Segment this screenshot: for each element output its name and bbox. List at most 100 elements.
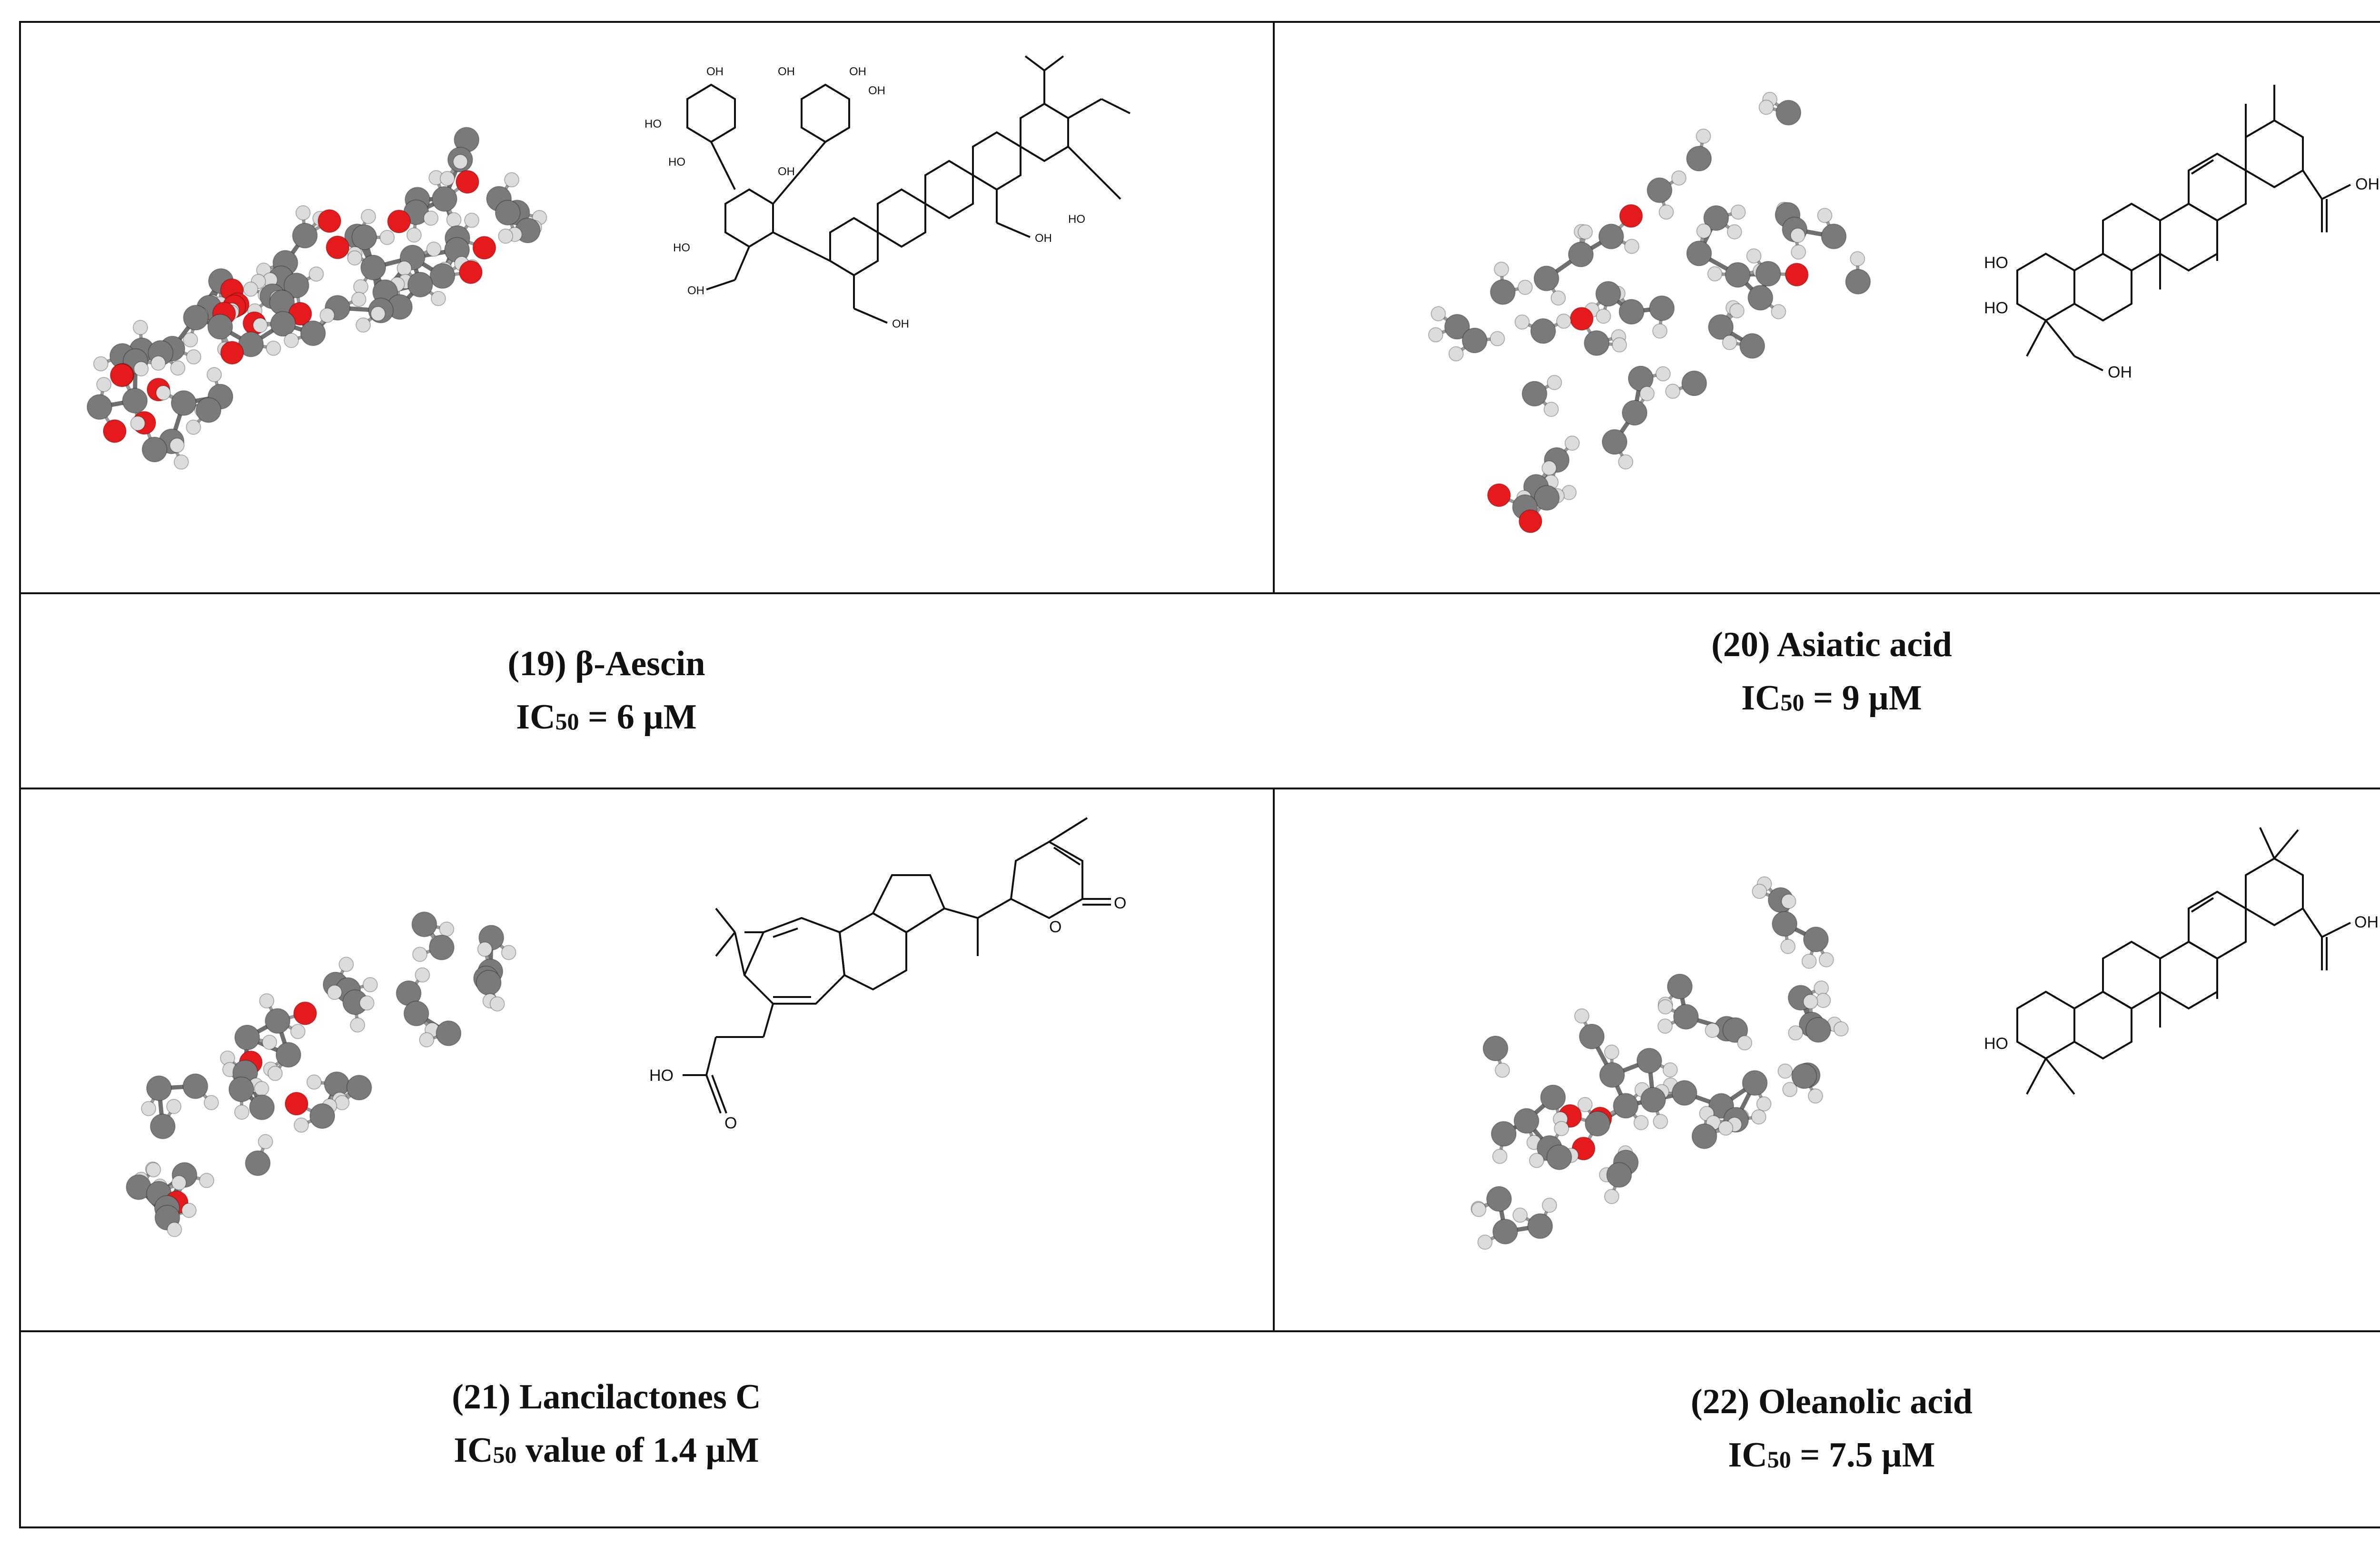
hydrogen-atom: [169, 438, 185, 453]
oxygen-atom: [102, 419, 127, 443]
carbon-atom: [1703, 205, 1729, 231]
hydrogen-atom: [453, 154, 468, 170]
hydrogen-atom: [1655, 366, 1671, 382]
carbon-atom: [1739, 333, 1765, 359]
carbon-atom: [228, 1076, 254, 1102]
hydrogen-atom: [1543, 401, 1559, 417]
carbon-atom: [1803, 926, 1829, 952]
carbon-atom: [1599, 1062, 1625, 1088]
hydrogen-atom: [266, 340, 281, 356]
carbon-atom: [411, 911, 437, 938]
carbon-atom: [1461, 328, 1488, 354]
asiatic-structure-cell: OH HO HO OH: [1275, 23, 2380, 592]
hydrogen-atom: [1718, 1120, 1734, 1136]
oxygen-atom: [1619, 204, 1643, 228]
hydrogen-atom: [419, 1032, 435, 1047]
hydrogen-atom: [415, 967, 430, 983]
aescin-skeletal-formula: OH OH OH OH HO OH OH HO HO OH OH HO: [645, 55, 1130, 330]
carbon-atom: [245, 1150, 271, 1176]
hydrogen-atom: [379, 229, 395, 245]
column-divider-top: [1273, 23, 1275, 593]
oxygen-atom: [293, 1001, 317, 1026]
hydrogen-atom: [1791, 244, 1806, 260]
hydrogen-atom: [203, 1095, 219, 1110]
hydrogen-atom: [1788, 1025, 1804, 1041]
hydrogen-atom: [351, 291, 367, 307]
hydrogen-atom: [1612, 337, 1627, 353]
asiatic-skeletal-formula: OH HO HO OH: [1984, 85, 2380, 381]
hydrogen-atom: [1574, 1008, 1590, 1024]
hydrogen-atom: [1751, 1109, 1766, 1125]
lancilactone-acid-oxygen-label: O: [724, 1114, 737, 1132]
carbon-atom: [1595, 281, 1621, 307]
aescin-ho-label: HO: [673, 241, 690, 254]
hydrogen-atom: [130, 416, 146, 431]
hydrogen-atom: [1512, 1207, 1528, 1223]
oxygen-atom: [220, 340, 244, 365]
hydrogen-atom: [423, 210, 439, 226]
hydrogen-atom: [1722, 335, 1737, 350]
hydrogen-atom: [171, 1175, 187, 1191]
hydrogen-atom: [1556, 313, 1572, 329]
hydrogen-atom: [1639, 386, 1655, 401]
carbon-atom: [1708, 314, 1734, 340]
hydrogen-atom: [170, 360, 186, 376]
hydrogen-atom: [150, 355, 166, 371]
lancilactone-carbonyl-label: O: [1114, 894, 1126, 912]
hydrogen-atom: [252, 318, 268, 333]
carbon-atom: [1646, 177, 1673, 203]
hydrogen-atom: [439, 170, 455, 186]
carbon-atom: [234, 1024, 260, 1050]
hydrogen-atom: [477, 941, 493, 957]
row-divider-2: [21, 788, 2380, 789]
hydrogen-atom: [284, 333, 299, 349]
hydrogen-atom: [360, 209, 376, 224]
hydrogen-atom: [1808, 1088, 1824, 1104]
hydrogen-atom: [1696, 129, 1711, 144]
hydrogen-atom: [308, 266, 324, 282]
aescin-oh-label: OH: [1035, 232, 1052, 245]
carbon-atom: [1772, 911, 1798, 937]
hydrogen-atom: [1705, 1022, 1720, 1038]
carbon-atom: [1606, 1162, 1632, 1188]
carbon-atom: [270, 311, 296, 337]
hydrogen-atom: [243, 281, 258, 297]
hydrogen-atom: [1624, 239, 1640, 254]
aescin-oh-label: OH: [868, 84, 885, 97]
carbon-atom: [249, 1094, 275, 1120]
carbon-atom: [309, 1103, 336, 1129]
hydrogen-atom: [464, 212, 480, 228]
oleanolic-skeletal-formula: OH HO: [1984, 827, 2379, 1095]
hydrogen-atom: [1604, 1188, 1619, 1204]
carbon-atom: [149, 1113, 176, 1139]
carbon-atom: [1681, 370, 1707, 397]
carbon-atom: [146, 1075, 172, 1101]
carbon-atom: [1618, 299, 1645, 325]
hydrogen-atom: [1554, 1121, 1569, 1137]
hydrogen-atom: [183, 332, 198, 348]
hydrogen-atom: [327, 985, 342, 1000]
carbon-atom: [1722, 1017, 1748, 1043]
carbon-atom: [1579, 1023, 1605, 1049]
aescin-structure-cell: OH OH OH OH HO OH OH HO HO OH OH HO: [21, 23, 1273, 592]
oleanolic-structure-cell: OH HO: [1275, 789, 2380, 1330]
oxygen-atom: [455, 170, 479, 194]
carbon-atom: [1527, 1213, 1553, 1239]
hydrogen-atom: [1818, 952, 1834, 967]
hydrogen-atom: [370, 306, 386, 321]
carbon-atom: [1673, 1004, 1699, 1030]
caption-aescin: (19) β-Aescin IC50 = 6 µM: [21, 637, 1192, 748]
oxygen-atom: [1487, 483, 1511, 507]
carbon-atom: [1530, 318, 1556, 344]
carbon-atom: [1492, 1218, 1518, 1245]
asiatic-oh-label: OH: [2108, 363, 2132, 381]
hydrogen-atom: [1665, 383, 1681, 399]
carbon-atom: [1490, 279, 1516, 305]
carbon-atom: [1686, 146, 1712, 172]
aescin-oh-label: OH: [706, 65, 724, 78]
compound-name: (22) Oleanolic acid: [1691, 1382, 1973, 1421]
carbon-atom: [1671, 1080, 1697, 1106]
carbon-atom: [196, 397, 222, 423]
hydrogen-atom: [406, 227, 422, 243]
oxygen-atom: [1785, 262, 1809, 287]
